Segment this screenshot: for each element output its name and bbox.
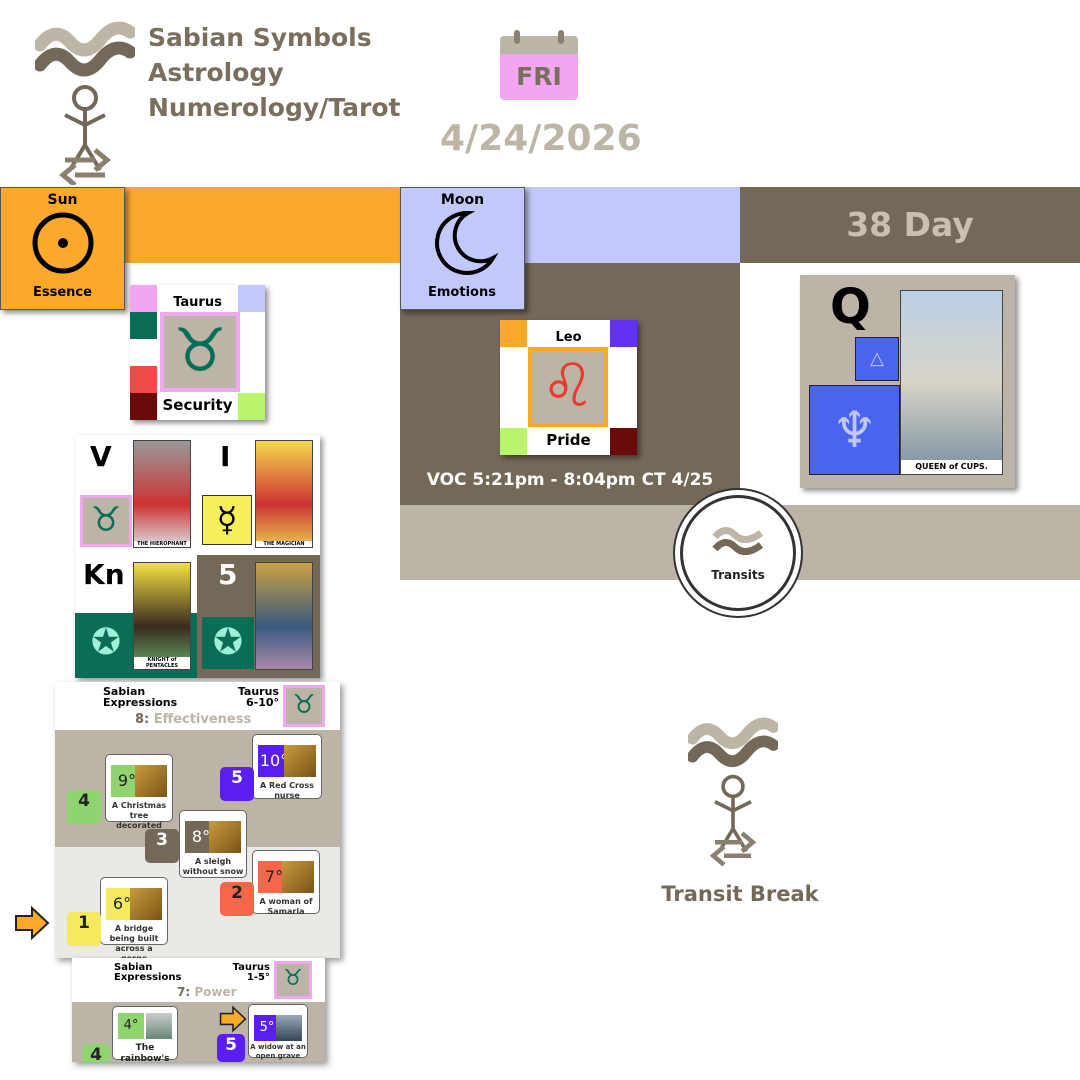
- moon-sublabel: Emotions: [428, 285, 496, 300]
- transits-button[interactable]: Transits: [680, 495, 796, 611]
- panel-title: Sabian Expressions: [114, 962, 182, 983]
- moon-sign-label: Leo: [555, 330, 582, 345]
- transit-break-label: Transit Break: [661, 882, 819, 906]
- card-caption: QUEEN of CUPS.: [901, 460, 1002, 474]
- taurus-glyph-icon: ♉: [80, 495, 132, 547]
- weekday-label: FRI: [500, 54, 578, 100]
- sabian-logo-icon: [35, 21, 135, 185]
- card-rank: V: [90, 440, 112, 473]
- card-caption: KNIGHT of PENTACLES: [134, 657, 190, 669]
- card-caption: THE MAGICIAN: [256, 541, 312, 547]
- number-badge: 1: [67, 912, 101, 946]
- degree-card[interactable]: 6°A bridge being built across a gorge: [100, 877, 168, 958]
- tarot-image: QUEEN of CUPS.: [900, 290, 1003, 475]
- number-badge: 2: [220, 882, 254, 916]
- degree-card[interactable]: 7°A woman of Samaria: [252, 850, 320, 916]
- sun-label: Sun: [47, 192, 78, 208]
- voc-text: VOC 5:21pm - 8:04pm CT 4/25: [426, 470, 714, 490]
- moon-sign-keyword: Pride: [546, 431, 591, 449]
- queen-tarot-card[interactable]: Q △ ♆ QUEEN of CUPS.: [800, 275, 1015, 488]
- sun-sign-label: Taurus: [173, 295, 222, 310]
- moon-card[interactable]: Moon Emotions: [400, 187, 525, 310]
- degree-card[interactable]: 10°A Red Cross nurse: [252, 734, 322, 800]
- calendar-icon: FRI: [500, 30, 578, 100]
- heading-text: Power: [194, 985, 237, 999]
- date-label: 4/24/2026: [440, 118, 642, 159]
- leo-glyph-icon: ♌: [528, 347, 608, 427]
- degree-text: A Red Cross nurse: [260, 781, 314, 800]
- degree-text: A widow at an open grave: [250, 1043, 306, 1060]
- degree-label: 5°: [254, 1015, 280, 1041]
- transits-label: Transits: [711, 568, 765, 582]
- title-line: Astrology: [148, 58, 284, 87]
- card-rank: Q: [830, 279, 871, 335]
- current-degree-arrow-icon: [15, 905, 50, 941]
- sun-sign-card[interactable]: ♉ Taurus Security: [130, 285, 265, 420]
- sign-label: Taurus: [232, 962, 270, 973]
- tarot-image: [255, 562, 313, 670]
- day-count: 38 Day: [740, 187, 1080, 263]
- degree-card[interactable]: 9°A Christmas tree decorated: [105, 754, 173, 830]
- tarot-grid: V ♉ THE HIEROPHANT I ☿ THE MAGICIAN Kn ✪…: [75, 435, 320, 678]
- heading-number: 7:: [177, 985, 191, 999]
- number-badge: 4: [67, 790, 101, 824]
- moon-sign-card[interactable]: ♌ Leo Pride: [500, 320, 637, 455]
- cups-icon: ♆: [809, 385, 900, 475]
- sign-label: Taurus: [237, 685, 279, 698]
- title-line: Sabian Symbols: [148, 23, 372, 52]
- moon-label: Moon: [440, 192, 485, 208]
- taurus-glyph-icon: ♉: [160, 312, 240, 392]
- sun-symbol-icon: [32, 212, 93, 274]
- sabian-logo-icon: [712, 527, 764, 555]
- pentacle-icon: ✪: [90, 622, 122, 663]
- sun-card[interactable]: Sun Essence: [0, 187, 125, 310]
- card-rank: Kn: [83, 558, 125, 591]
- current-degree-arrow-icon: [219, 1005, 247, 1033]
- panel-title: Sabian Expressions: [103, 685, 178, 709]
- degree-card[interactable]: 8°A sleigh without snow: [179, 810, 247, 878]
- degree-label: 4°: [118, 1013, 144, 1039]
- heading-number: 8:: [135, 712, 150, 727]
- degree-text: A bridge being built across a gorge: [109, 924, 159, 958]
- tarot-image: KNIGHT of PENTACLES: [133, 562, 191, 670]
- app-title: Sabian Symbols Astrology Numerology/Taro…: [148, 20, 400, 125]
- degree-text: A woman of Samaria: [259, 897, 313, 916]
- title-line: Numerology/Tarot: [148, 93, 401, 122]
- degree-range: 6-10°: [245, 696, 279, 709]
- tarot-image: THE MAGICIAN: [255, 440, 313, 548]
- number-badge: 5: [217, 1034, 245, 1062]
- degree-text: A Christmas tree decorated: [111, 801, 167, 830]
- degree-range: 1-5°: [246, 972, 270, 983]
- degree-text: A sleigh without snow: [182, 857, 244, 876]
- number-badge: 5: [220, 767, 254, 801]
- card-rank: 5: [218, 558, 238, 591]
- number-badge: 4: [82, 1044, 110, 1062]
- taurus-glyph-icon: ♉: [283, 685, 325, 727]
- card-rank: I: [220, 440, 231, 473]
- degree-card[interactable]: 5° A widow at an open grave: [248, 1004, 308, 1060]
- card-caption: THE HIEROPHANT: [134, 541, 190, 547]
- transit-break-logo-icon: [688, 717, 778, 867]
- number-badge: 3: [145, 829, 179, 863]
- heading-text: Effectiveness: [153, 712, 252, 727]
- mercury-glyph-icon: ☿: [202, 495, 252, 545]
- sun-sublabel: Essence: [33, 285, 92, 300]
- pentacle-icon: ✪: [202, 617, 254, 669]
- sun-sign-keyword: Security: [162, 396, 233, 414]
- water-element-icon: △: [855, 337, 899, 381]
- tarot-image: THE HIEROPHANT: [133, 440, 191, 548]
- degree-card[interactable]: 4° The rainbow's: [112, 1006, 178, 1062]
- taurus-glyph-icon: ♉: [274, 961, 312, 999]
- degree-text: The rainbow's: [120, 1043, 170, 1062]
- moon-symbol-icon: [434, 210, 498, 275]
